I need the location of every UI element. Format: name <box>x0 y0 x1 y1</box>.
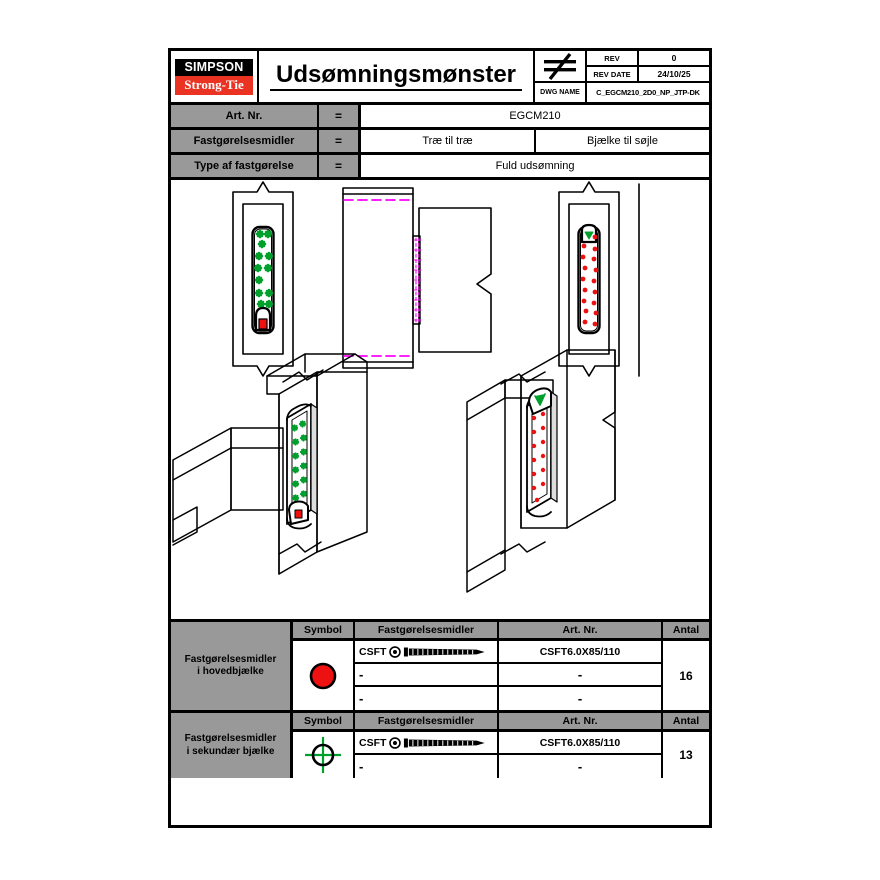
rev-date-row: REV DATE 24/10/25 <box>587 67 709 81</box>
bom-symbol-col-main: Symbol <box>293 622 355 710</box>
red-filled-circle-icon <box>309 662 337 689</box>
param-eq-fasteners: = <box>319 130 361 152</box>
view-right-elevation <box>558 181 620 377</box>
bom-art-row-1-main: - <box>499 664 661 687</box>
param-value-art-nr: EGCM210 <box>361 105 709 127</box>
right-view-red-markers <box>580 234 599 327</box>
bom-qty-value-sec: 13 <box>663 732 709 778</box>
bom-fastener-row-0-main: CSFT <box>355 641 497 664</box>
bom-name-main-line2: i hovedbjælke <box>197 666 264 677</box>
bom-name-sec-line2: i sekundær bjælke <box>186 745 275 757</box>
sheet-title-text: Udsømningsmønster <box>269 61 523 92</box>
bom-fastener-text-0-sec: CSFT <box>359 736 387 749</box>
param-eq-fastening-type: = <box>319 155 361 177</box>
sheet-title: Udsømningsmønster <box>259 51 535 102</box>
param-row-fastening-type: Type af fastgørelse = Fuld udsømning <box>171 155 709 180</box>
param-label-art-nr: Art. Nr. <box>171 105 319 127</box>
bom-table-main-beam: Fastgørelsesmidler i hovedbjælke Symbol … <box>171 622 709 713</box>
technical-drawing-svg <box>172 181 640 593</box>
logo-simpson-text: SIMPSON <box>175 58 253 76</box>
dwg-name-value: C_EGCM210_2D0_NP_JTP-DK <box>596 88 700 97</box>
bom-qty-col-sec: Antal 13 <box>661 713 709 778</box>
view-center-section <box>342 187 492 369</box>
rev-value: 0 <box>671 53 677 63</box>
bom-table-secondary-beam: Fastgørelsesmidler i sekundær bjælke Sym… <box>171 713 709 778</box>
param-value-beam-to-column: Bjælke til søjle <box>536 130 709 152</box>
bom-name-secondary-beam: Fastgørelsesmidler i sekundær bjælke <box>171 713 293 778</box>
bom-symbol-col-sec: Symbol <box>293 713 355 778</box>
center-view-fastener-centerlines <box>413 237 422 325</box>
bom-header-art-sec: Art. Nr. <box>499 713 661 732</box>
center-view-centerlines <box>343 199 413 357</box>
param-eq-art-nr: = <box>319 105 361 127</box>
rev-label: REV <box>587 51 639 65</box>
screw-icon <box>389 736 486 749</box>
bom-header-fasteners-main: Fastgørelsesmidler <box>355 622 499 641</box>
bom-qty-col-main: Antal 16 <box>661 622 709 710</box>
drawing-canvas <box>171 180 709 622</box>
left-view-green-markers <box>253 229 274 319</box>
bom-name-sec-line1: Fastgørelsesmidler <box>184 733 277 744</box>
param-label-fasteners: Fastgørelsesmidler <box>171 130 319 152</box>
rev-date-label: REV DATE <box>587 67 639 81</box>
rev-row: REV 0 <box>587 51 709 67</box>
iso-left-bolt-detail <box>288 500 309 525</box>
bom-fastener-cells-main: CSFT <box>355 641 499 710</box>
param-value-wood-to-wood: Træ til træ <box>361 130 536 152</box>
bom-qty-value-main: 16 <box>663 641 709 710</box>
drawing-sheet: SIMPSON Strong-Tie Udsømningsmønster <box>168 48 712 828</box>
bom-art-row-0-sec: CSFT6.0X85/110 <box>499 732 661 755</box>
bom-header-qty-sec: Antal <box>663 713 709 732</box>
screw-icon <box>389 645 486 658</box>
bom-symbol-sec <box>293 732 353 778</box>
bom-art-cells-sec: CSFT6.0X85/110 - <box>499 732 661 778</box>
bom-header-qty-main: Antal <box>663 622 709 641</box>
projection-symbol <box>535 51 587 81</box>
bom-header-art-main: Art. Nr. <box>499 622 661 641</box>
iso-left-green-markers <box>290 420 308 514</box>
simpson-strongtie-logo: SIMPSON Strong-Tie <box>171 51 259 102</box>
bom-fastener-text-0-main: CSFT <box>359 645 387 658</box>
bom-name-main-beam: Fastgørelsesmidler i hovedbjælke <box>171 622 293 710</box>
revision-block: REV 0 REV DATE 24/10/25 <box>587 51 709 81</box>
green-crosshair-circle-icon <box>305 737 341 773</box>
view-left-elevation <box>232 181 294 377</box>
view-iso-secondary-beam <box>172 353 368 575</box>
title-block: SIMPSON Strong-Tie Udsømningsmønster <box>171 51 709 105</box>
bom-header-symbol-sec: Symbol <box>293 713 353 732</box>
iso-right-red-markers <box>531 411 546 503</box>
bom-header-symbol-main: Symbol <box>293 622 353 641</box>
rev-date-value: 24/10/25 <box>657 69 691 79</box>
bom-fastener-row-1-sec: - <box>355 755 497 778</box>
bom-art-row-2-main: - <box>499 687 661 710</box>
param-row-fasteners: Fastgørelsesmidler = Træ til træ Bjælke … <box>171 130 709 155</box>
param-label-fastening-type: Type af fastgørelse <box>171 155 319 177</box>
logo-strongtie-text: Strong-Tie <box>175 75 253 95</box>
param-value-fastening-type: Fuld udsømning <box>361 155 709 177</box>
param-row-art-nr: Art. Nr. = EGCM210 <box>171 105 709 130</box>
bom-mid-main: Fastgørelsesmidler Art. Nr. CSFT <box>355 622 661 710</box>
bom-fastener-cells-sec: CSFT <box>355 732 499 778</box>
bom-art-row-1-sec: - <box>499 755 661 778</box>
bom-art-cells-main: CSFT6.0X85/110 - - <box>499 641 661 710</box>
view-iso-main-beam <box>466 349 616 593</box>
bom-fastener-row-2-main: - <box>355 687 497 710</box>
bom-art-row-0-main: CSFT6.0X85/110 <box>499 641 661 664</box>
bom-fastener-row-0-sec: CSFT <box>355 732 497 755</box>
bom-fastener-row-1-main: - <box>355 664 497 687</box>
bom-mid-sec: Fastgørelsesmidler Art. Nr. CSFT <box>355 713 661 778</box>
dwg-name-label: DWG NAME <box>535 83 587 102</box>
left-view-bolt-detail <box>254 306 272 332</box>
dwg-name-row: DWG NAME C_EGCM210_2D0_NP_JTP-DK <box>535 81 709 102</box>
bom-symbol-main <box>293 641 353 710</box>
bom-header-fasteners-sec: Fastgørelsesmidler <box>355 713 499 732</box>
bom-name-main-line1: Fastgørelsesmidler <box>184 653 277 665</box>
not-equal-icon <box>544 52 576 81</box>
